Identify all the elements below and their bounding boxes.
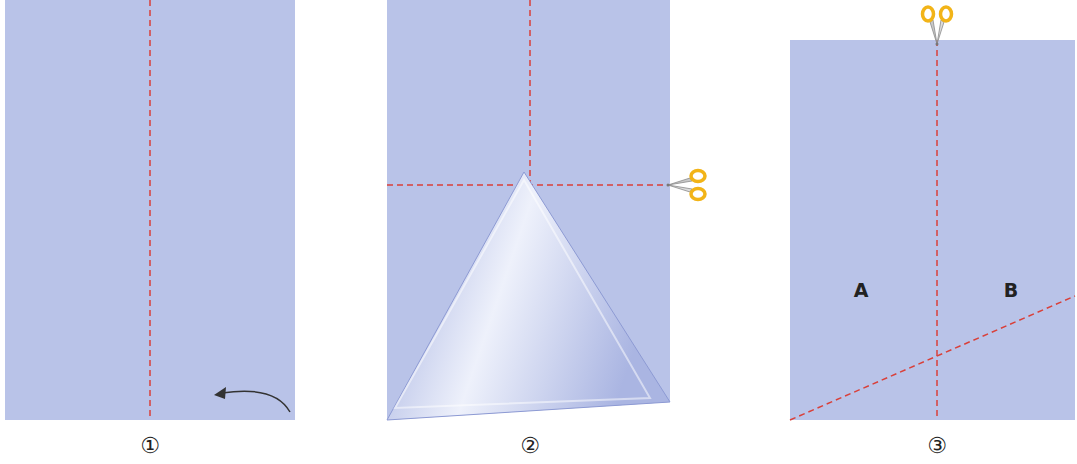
region-letter: B bbox=[1004, 279, 1018, 301]
paper-square bbox=[790, 40, 1075, 420]
folded-flap bbox=[387, 172, 670, 420]
step-number: ② bbox=[520, 433, 540, 458]
step-number: ① bbox=[140, 433, 160, 458]
scissors-icon bbox=[667, 171, 706, 200]
region-letter: A bbox=[854, 279, 869, 301]
scissors-icon bbox=[923, 7, 952, 46]
arrow-head bbox=[214, 387, 226, 399]
cut-line bbox=[936, 40, 938, 420]
fold-line bbox=[790, 296, 1075, 420]
fold-line bbox=[149, 0, 151, 420]
flap-highlight bbox=[395, 180, 650, 408]
fold-arrow bbox=[222, 391, 290, 412]
paper-sheet bbox=[387, 0, 670, 420]
step-number: ③ bbox=[927, 433, 947, 458]
fold-line bbox=[529, 0, 531, 185]
paper-sheet bbox=[5, 0, 295, 420]
